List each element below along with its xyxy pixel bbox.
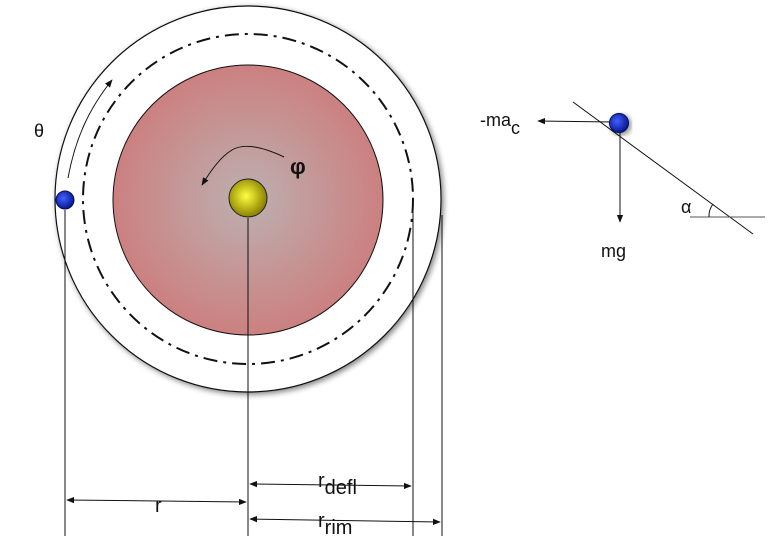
phi-label: φ — [290, 154, 306, 179]
theta-label: θ — [34, 121, 44, 141]
r-label: r — [155, 495, 162, 517]
r-rim-dimension — [249, 515, 441, 526]
phi-rotation-arrow — [201, 145, 285, 186]
theta-arrow — [67, 79, 113, 179]
gravity-label: mg — [601, 241, 626, 261]
r-defl-dimension — [249, 480, 412, 490]
centripetal-force-label: -mac — [480, 110, 520, 138]
reference-lines — [64, 204, 443, 536]
r-rim-label: rrim — [318, 510, 352, 539]
incline-line — [572, 101, 754, 235]
hub — [228, 178, 268, 218]
alpha-arc — [708, 203, 714, 218]
r-dimension — [66, 496, 247, 506]
deflection-path — [82, 33, 414, 365]
force-ball — [609, 113, 629, 133]
r-defl-label: rdefl — [318, 470, 357, 499]
ball — [55, 190, 75, 210]
centripetal-force-arrow — [537, 117, 614, 125]
alpha-label: α — [681, 197, 691, 217]
